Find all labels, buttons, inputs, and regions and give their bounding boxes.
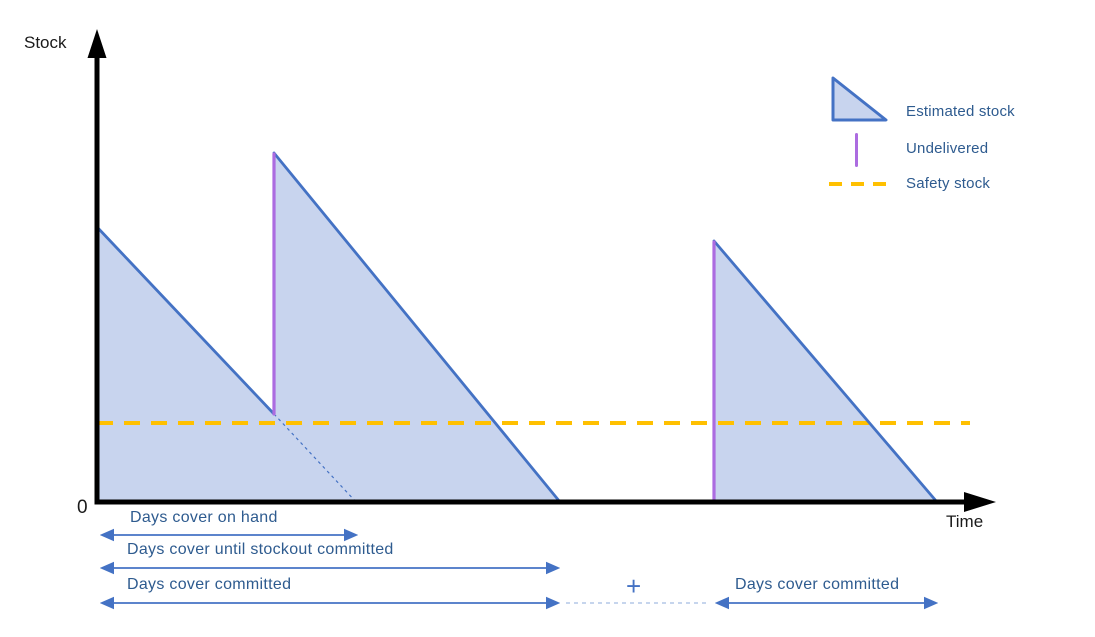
stock-decline-1 <box>95 225 276 416</box>
safety-stock-dash-icon <box>829 182 887 186</box>
origin-label: 0 <box>77 497 88 518</box>
estimated-stock-triangle-icon <box>831 76 888 122</box>
label-days-cover-committed: Days cover committed <box>127 576 292 593</box>
legend-label-estimated-stock: Estimated stock <box>906 103 1015 120</box>
plus-sign: + <box>626 571 642 601</box>
legend: Estimated stock Undelivered Safety stock <box>828 70 1093 200</box>
label-days-cover-committed-2: Days cover committed <box>735 576 900 593</box>
label-days-cover-on-hand: Days cover on hand <box>130 509 278 526</box>
legend-label-undelivered: Undelivered <box>906 140 989 157</box>
stock-projection-dashed-line <box>273 413 358 504</box>
y-axis-arrow-icon <box>87 29 107 58</box>
x-axis-arrow-icon <box>964 492 996 512</box>
undelivered-line-icon <box>854 133 858 167</box>
estimated-stock-area-1 <box>97 227 274 502</box>
stock-decline-3 <box>712 239 939 504</box>
legend-label-safety-stock: Safety stock <box>906 175 991 192</box>
y-axis-title: Stock <box>24 33 67 52</box>
label-days-cover-until-stockout-committed: Days cover until stockout committed <box>127 541 394 558</box>
x-axis-title: Time <box>946 512 984 531</box>
stock-decline-2 <box>272 151 562 504</box>
